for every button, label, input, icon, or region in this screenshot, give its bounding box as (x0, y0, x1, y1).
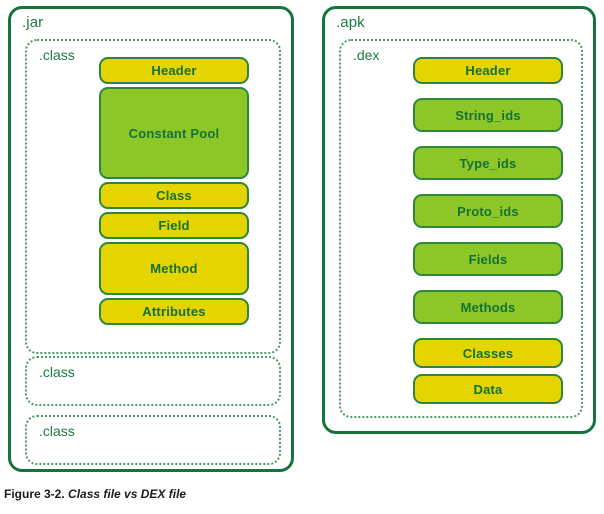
block-fields: Fields (413, 242, 563, 276)
class-box-2-label: .class (39, 364, 75, 380)
block-attributes: Attributes (99, 298, 249, 325)
block-data: Data (413, 374, 563, 404)
block-proto-ids: Proto_ids (413, 194, 563, 228)
block-string-ids: String_ids (413, 98, 563, 132)
block-constant-pool: Constant Pool (99, 87, 249, 179)
block-header: Header (413, 57, 563, 84)
block-class: Class (99, 182, 249, 209)
class-box-3-label: .class (39, 423, 75, 439)
block-type-ids: Type_ids (413, 146, 563, 180)
figure-caption: Figure 3-2. Class file vs DEX file (4, 487, 186, 501)
figure-caption-label: Figure 3-2. (4, 487, 65, 501)
class-box-2: .class (25, 356, 281, 406)
dex-box-label: .dex (353, 47, 380, 63)
class-box-1-label: .class (39, 47, 75, 63)
apk-label: .apk (336, 14, 365, 31)
block-methods: Methods (413, 290, 563, 324)
block-header: Header (99, 57, 249, 84)
block-classes: Classes (413, 338, 563, 368)
block-field: Field (99, 212, 249, 239)
block-method: Method (99, 242, 249, 295)
jar-label: .jar (22, 14, 44, 31)
class-box-3: .class (25, 415, 281, 465)
figure-caption-title: Class file vs DEX file (68, 487, 187, 501)
